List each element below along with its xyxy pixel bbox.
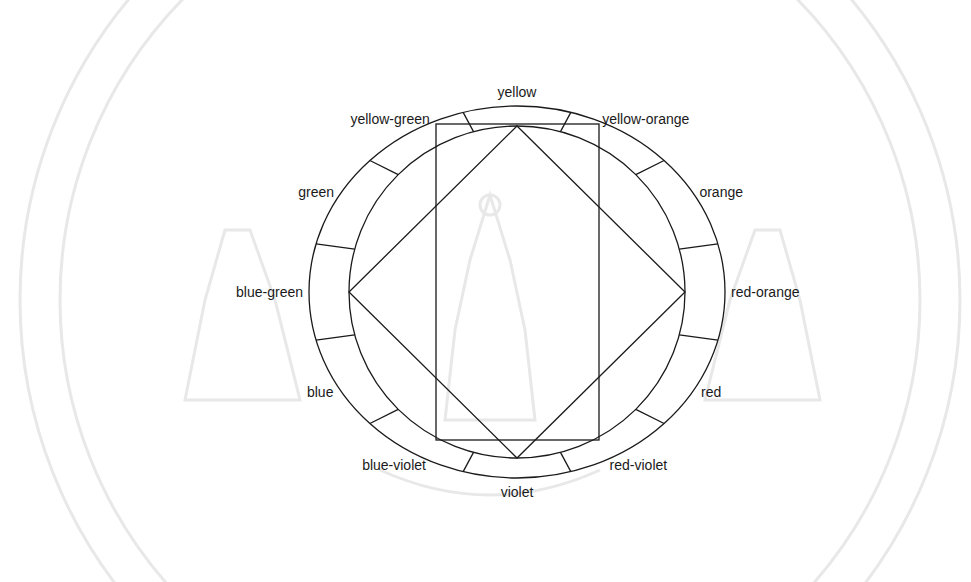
- color-name-label: green: [298, 184, 334, 200]
- inner-ring: [349, 126, 685, 458]
- color-name-label: red: [701, 384, 721, 400]
- square-scheme: [349, 126, 685, 458]
- color-name-label: yellow-green: [350, 111, 429, 127]
- watermark-orb: [480, 195, 500, 215]
- color-name-label: yellow: [498, 84, 537, 100]
- outer-ring: [309, 106, 725, 478]
- color-name-label: blue-violet: [362, 457, 426, 473]
- segment-divider: [636, 409, 664, 423]
- watermark-pagoda: [705, 230, 820, 400]
- segment-divider: [463, 112, 473, 131]
- color-name-label: yellow-orange: [602, 111, 689, 127]
- segment-divider: [370, 160, 398, 174]
- color-wheel: [309, 106, 725, 478]
- segment-divider: [560, 112, 570, 131]
- color-name-label: violet: [501, 484, 534, 500]
- watermark-pagoda: [185, 230, 300, 400]
- color-name-label: blue: [307, 384, 333, 400]
- segment-dividers: [316, 112, 718, 471]
- segment-divider: [679, 244, 718, 249]
- segment-divider: [679, 335, 718, 340]
- watermark-seal: [20, 0, 960, 582]
- segment-divider: [636, 160, 664, 174]
- segment-divider: [560, 452, 570, 471]
- color-name-label: blue-green: [236, 284, 303, 300]
- color-name-label: red-violet: [610, 457, 668, 473]
- color-name-label: red-orange: [731, 284, 800, 300]
- segment-divider: [316, 244, 355, 249]
- segment-divider: [463, 452, 473, 471]
- segment-divider: [370, 409, 398, 423]
- segment-divider: [316, 335, 355, 340]
- watermark-ring: [20, 0, 960, 582]
- rectangle-scheme: [436, 124, 599, 440]
- watermark-ring: [60, 0, 920, 582]
- watermark-spire: [445, 195, 535, 420]
- watermark-base: [380, 470, 600, 495]
- color-name-label: orange: [699, 184, 743, 200]
